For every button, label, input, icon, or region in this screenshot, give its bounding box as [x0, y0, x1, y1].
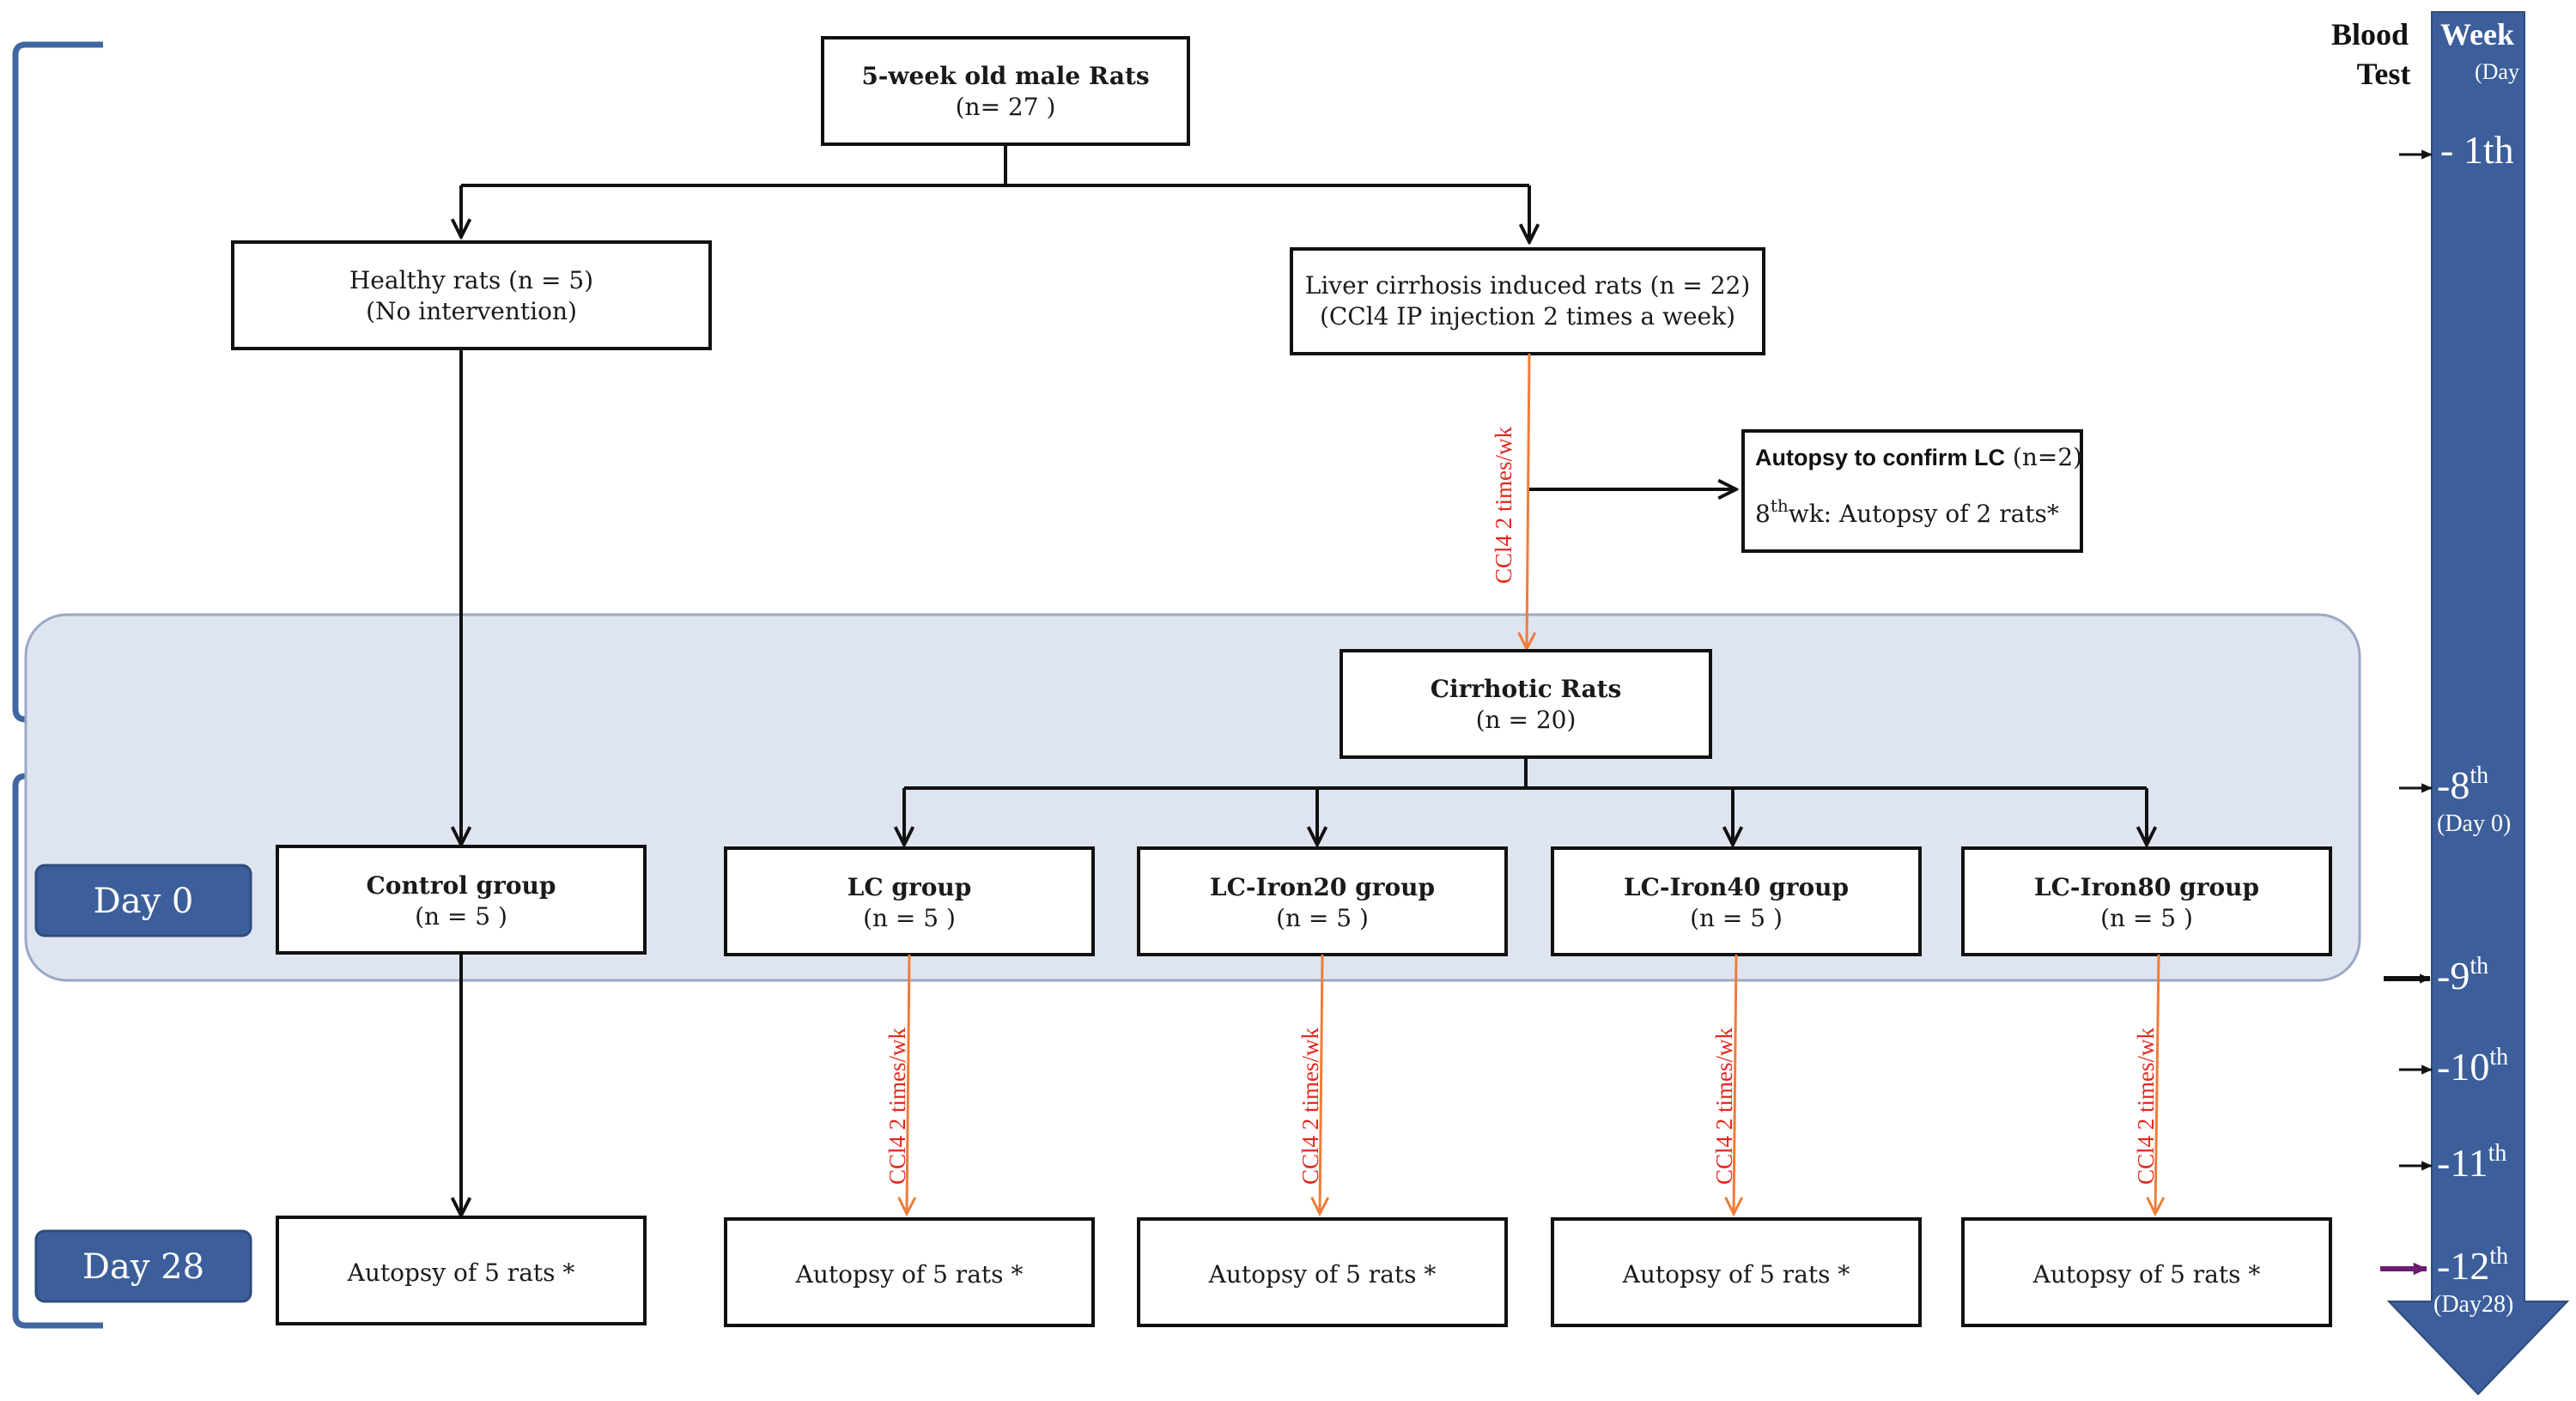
ccl4-label-iron20: CCl4 2 times/wk	[1297, 1027, 1323, 1185]
start-title: 5-week old male Rats	[861, 62, 1149, 90]
week-mark-8: -8th	[2437, 762, 2488, 807]
group-lc-iron80: LC-Iron80 group (n = 5 )	[1961, 846, 2332, 956]
autopsy-control: Autopsy of 5 rats *	[276, 1216, 647, 1325]
ccl4-label-lc: CCl4 2 times/wk	[884, 1027, 910, 1185]
ccl4-label-iron40: CCl4 2 times/wk	[1711, 1027, 1737, 1185]
cirrhosis-line2: (CCl4 IP injection 2 times a week)	[1320, 302, 1735, 331]
svg-text:Autopsy of 5 rats *: Autopsy of 5 rats *	[347, 1258, 575, 1287]
svg-text:Autopsy of 5 rats *: Autopsy of 5 rats *	[1208, 1260, 1437, 1289]
ccl4-label-main: CCl4 2 times/wk	[1491, 426, 1516, 584]
autopsy-iron20: Autopsy of 5 rats *	[1137, 1217, 1508, 1327]
week-header: Week	[2440, 17, 2514, 52]
week-mark-1: - 1th	[2440, 128, 2514, 172]
cirrhosis-line1: Liver cirrhosis induced rats (n = 22)	[1305, 271, 1751, 300]
ccl4-arrow-iron80	[2155, 954, 2159, 1214]
blood-test-header-1: Blood	[2331, 17, 2409, 52]
group-lc: LC group (n = 5 )	[724, 846, 1095, 956]
ccl4-arrow-iron20	[1320, 954, 1322, 1214]
week-mark-9: -9th	[2437, 953, 2488, 998]
cirrhotic-n: (n = 20)	[1476, 706, 1577, 734]
svg-text:Autopsy of 5 rats *: Autopsy of 5 rats *	[795, 1260, 1024, 1289]
healthy-line2: (No intervention)	[366, 297, 577, 325]
start-n: (n= 27 )	[956, 93, 1056, 121]
healthy-line1: Healthy rats (n = 5)	[349, 266, 593, 294]
week-header-sub: (Day	[2475, 59, 2519, 84]
group-lc-iron20: LC-Iron20 group (n = 5 )	[1137, 846, 1508, 956]
healthy-box	[231, 240, 712, 350]
week-mark-8-day: (Day 0)	[2437, 810, 2511, 837]
blood-test-header-2: Test	[2357, 57, 2411, 91]
group-lc-n: (n = 5 )	[863, 904, 956, 932]
group-iron80-n: (n = 5 )	[2100, 904, 2193, 932]
autopsy-iron80: Autopsy of 5 rats *	[1961, 1217, 2332, 1327]
autopsy-confirm-detail: 8thwk: Autopsy of 2 rats*	[1755, 495, 2059, 528]
week-mark-12: -12th	[2437, 1243, 2508, 1288]
group-iron80-title: LC-Iron80 group	[2034, 873, 2259, 901]
group-control: Control group (n = 5 )	[276, 845, 647, 955]
week-mark-10: -10th	[2437, 1044, 2508, 1089]
day0-badge	[34, 864, 252, 937]
week-mark-11: -11th	[2437, 1140, 2506, 1185]
group-lc-iron40: LC-Iron40 group (n = 5 )	[1551, 846, 1922, 956]
group-iron20-title: LC-Iron20 group	[1210, 873, 1435, 901]
cirrhotic-title: Cirrhotic Rats	[1431, 675, 1622, 703]
cirrhotic-box	[1340, 649, 1712, 759]
week-mark-12-day: (Day28)	[2433, 1291, 2513, 1318]
cirrhosis-box	[1290, 247, 1765, 355]
group-control-n: (n = 5 )	[415, 902, 507, 931]
svg-text:Autopsy of 5 rats *: Autopsy of 5 rats *	[2032, 1260, 2261, 1289]
autopsy-lc: Autopsy of 5 rats *	[724, 1217, 1095, 1327]
autopsy-iron40: Autopsy of 5 rats *	[1551, 1217, 1922, 1327]
svg-text:Autopsy of 5 rats *: Autopsy of 5 rats *	[1622, 1260, 1850, 1289]
group-iron40-title: LC-Iron40 group	[1624, 873, 1849, 901]
group-iron20-n: (n = 5 )	[1276, 904, 1369, 932]
ccl4-arrow-main	[1527, 353, 1529, 649]
autopsy-confirm-title: Autopsy to confirm LC (n=2)	[1755, 443, 2082, 471]
start-box	[821, 36, 1190, 146]
day28-badge	[34, 1229, 252, 1303]
autopsy-confirm-box	[1741, 429, 2083, 553]
group-iron40-n: (n = 5 )	[1690, 904, 1783, 932]
phase2-bracket	[12, 773, 103, 1329]
timeline-arrow	[2386, 11, 2570, 1396]
group-control-title: Control group	[366, 871, 556, 900]
ccl4-arrow-iron40	[1734, 954, 1736, 1214]
phase1-bracket	[12, 41, 103, 723]
ccl4-arrow-lc	[907, 954, 909, 1214]
day28-label: Day 28	[82, 1247, 204, 1287]
ccl4-label-iron80: CCl4 2 times/wk	[2133, 1027, 2159, 1185]
day0-label: Day 0	[94, 882, 194, 921]
group-lc-title: LC group	[848, 873, 972, 901]
